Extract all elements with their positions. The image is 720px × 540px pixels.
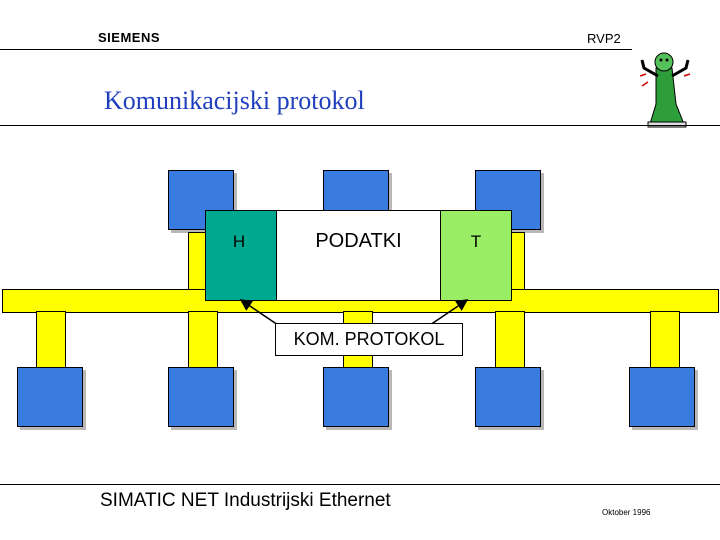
protocol-label-box: KOM. PROTOKOL	[275, 323, 463, 356]
arrow-to-trailer	[430, 300, 467, 325]
footer-date: Oktober 1996	[602, 508, 650, 517]
footer-text: SIMATIC NET Industrijski Ethernet	[100, 490, 391, 512]
arrow-to-header	[241, 300, 278, 325]
footer-divider	[0, 484, 720, 485]
protocol-label: KOM. PROTOKOL	[294, 329, 445, 350]
